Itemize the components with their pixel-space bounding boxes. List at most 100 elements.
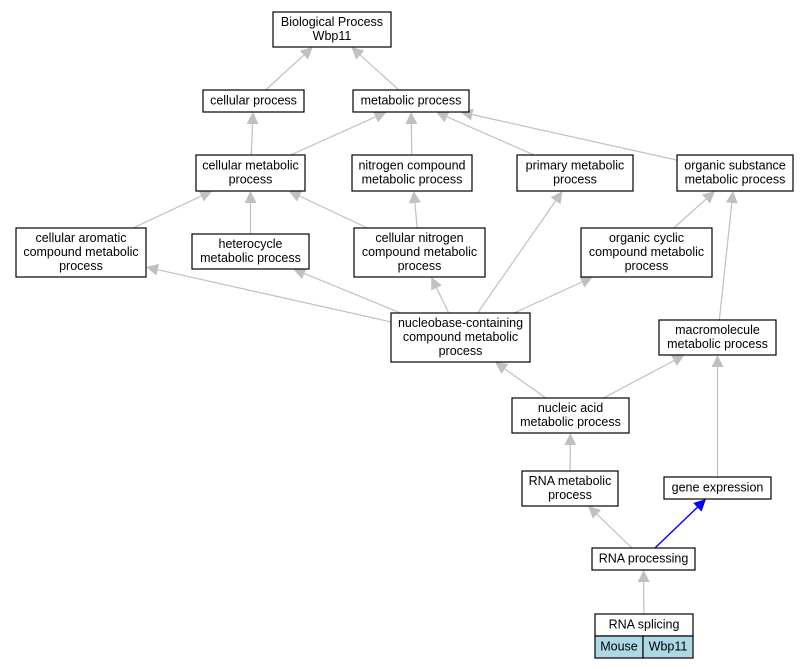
node-rna-splicing[interactable]: RNA splicing	[594, 613, 694, 637]
edge-arrowhead	[198, 190, 213, 202]
edge-nbcmp-to-hmp	[293, 267, 401, 314]
node-label-line: metabolic process	[520, 415, 621, 429]
edge-line	[603, 360, 675, 399]
edge-line	[414, 202, 418, 229]
edge-line	[265, 54, 305, 91]
edge-arrowhead	[246, 112, 259, 125]
node-label-line: cellular process	[210, 93, 297, 107]
node-label-line: heterocycle	[219, 237, 283, 251]
edges-layer	[132, 47, 738, 615]
edge-cncmp-to-ncmp	[408, 191, 421, 229]
edge-arrowhead	[373, 111, 387, 123]
node-box	[511, 397, 630, 434]
edge-arrowhead	[579, 276, 593, 288]
node-label-line: compound metabolic	[23, 245, 138, 259]
node-label-line: process	[548, 488, 592, 502]
node-label-line: process	[229, 172, 273, 186]
node-label-line: Biological Process	[281, 15, 383, 29]
edge-line	[596, 513, 633, 549]
node-label-line: macromolecule	[675, 323, 760, 337]
node-box	[352, 89, 470, 113]
edge-arrowhead	[431, 277, 442, 291]
node-rna-processing[interactable]: RNA processing	[591, 547, 696, 571]
node-box	[15, 227, 147, 278]
edge-line	[718, 202, 733, 321]
node-label-line: nitrogen compound	[358, 158, 465, 172]
edge-line	[299, 195, 368, 229]
node-box	[663, 476, 772, 500]
edge-nbcmp-to-occmp	[513, 276, 593, 314]
node-metabolic-process[interactable]: metabolic process	[352, 89, 470, 113]
edge-arrowhead	[671, 355, 685, 366]
node-label-line: primary metabolic	[526, 158, 625, 172]
edge-hmp-to-cmp	[244, 191, 257, 234]
node-label-line: process	[59, 259, 103, 273]
annotation-legend: Mouse Wbp11	[594, 635, 694, 659]
edge-arrowhead	[293, 267, 307, 280]
edge-arrowhead	[702, 191, 715, 204]
edge-rs-to-rp	[637, 570, 650, 615]
node-box	[191, 233, 310, 270]
edge-ncmp-to-mp	[405, 112, 418, 156]
node-gene-expression[interactable]: gene expression	[663, 476, 772, 500]
edge-nbcmp-to-cncmp	[431, 277, 450, 314]
edge-nbcmp-to-pmp	[477, 191, 563, 314]
node-label-line: metabolic process	[667, 337, 768, 351]
node-box	[676, 154, 794, 192]
node-box	[272, 11, 392, 48]
edge-arrowhead	[351, 47, 365, 60]
node-label-line: Wbp11	[313, 29, 352, 43]
edge-cmp-to-mp	[290, 111, 387, 156]
edge-arrowhead	[725, 191, 738, 204]
edge-arrowhead	[436, 111, 450, 123]
edge-pmp-to-mp	[436, 111, 535, 156]
node-label-line: cellular metabolic	[202, 158, 299, 172]
legend-cell-label: Mouse	[600, 639, 638, 653]
edge-line	[673, 198, 707, 229]
edge-namp-to-nbcmp	[495, 362, 547, 399]
node-label-line: metabolic process	[200, 251, 301, 265]
node-label-line: gene expression	[672, 480, 764, 494]
edge-arrowhead	[588, 506, 602, 519]
edge-nbcmp-to-cacmp	[146, 263, 392, 323]
edge-line	[504, 368, 547, 399]
node-box	[202, 89, 305, 113]
node-box	[516, 154, 634, 192]
edge-line	[472, 114, 678, 161]
edge-arrowhead	[405, 112, 418, 125]
node-label-line: cellular aromatic	[35, 231, 126, 245]
edge-arrowhead	[564, 433, 577, 446]
edge-arrowhead	[711, 355, 724, 367]
node-label-line: RNA processing	[599, 551, 689, 565]
edge-arrowhead	[693, 499, 707, 512]
edge-arrowhead	[146, 263, 160, 276]
edge-line	[250, 123, 254, 156]
edge-arrowhead	[637, 570, 650, 583]
legend-cell-wbp11: Wbp11	[642, 635, 694, 659]
edge-osmp-to-mp	[460, 108, 678, 161]
node-box	[390, 312, 531, 363]
edge-cacmp-to-cmp	[132, 190, 213, 229]
node-label-line: nucleic acid	[538, 401, 603, 415]
edge-line	[304, 272, 401, 314]
node-box	[658, 319, 777, 356]
node-cellular-process[interactable]: cellular process	[202, 89, 305, 113]
legend-cell-box	[642, 635, 694, 659]
edge-mp-to-bp	[351, 47, 400, 91]
node-label-line: RNA metabolic	[529, 474, 612, 488]
node-label-line: compound metabolic	[589, 245, 704, 259]
